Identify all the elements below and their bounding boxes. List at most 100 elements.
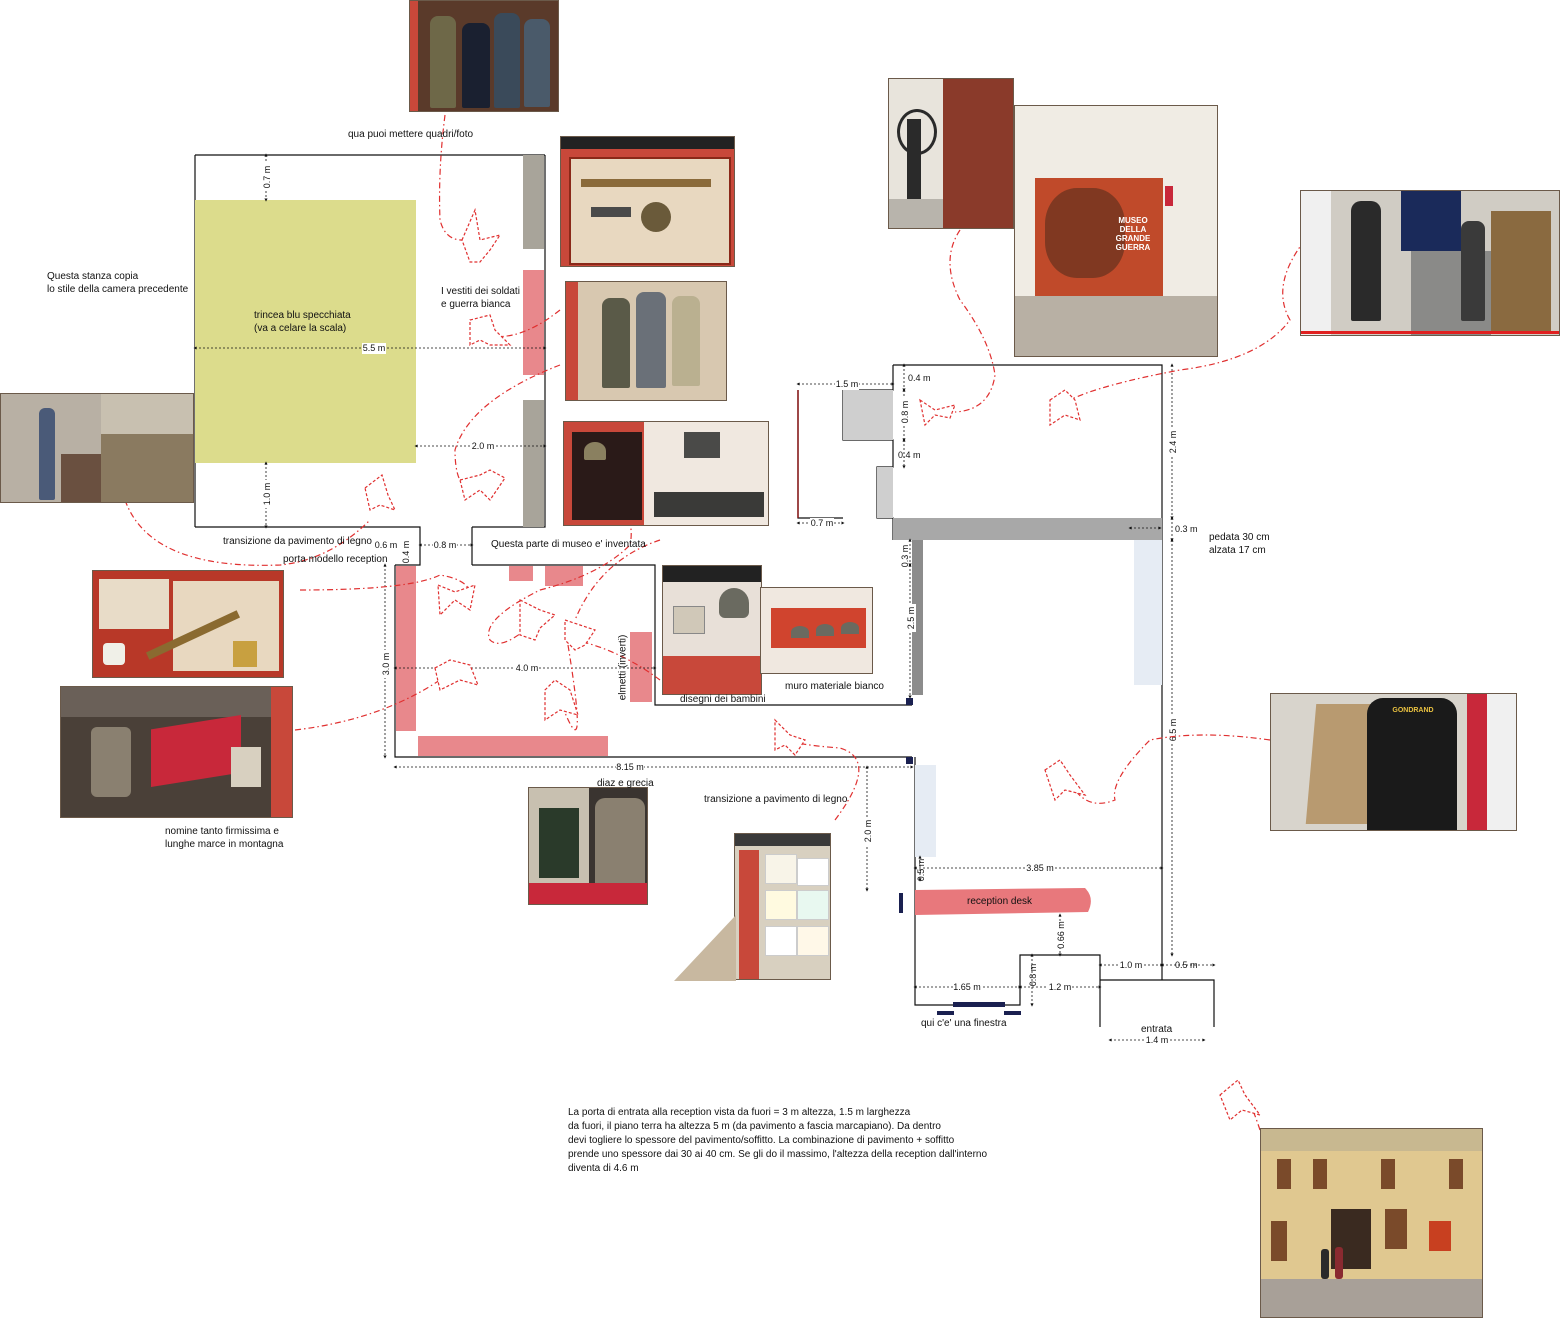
- camera-viewpoint-icon: [1219, 1079, 1262, 1121]
- photo-gondrand-worker: GONDRAND: [1270, 693, 1517, 831]
- window-1: [953, 1002, 1005, 1007]
- mid-top-display-1: [509, 566, 533, 581]
- dim-2-5: 2.5 m: [906, 607, 916, 630]
- note-muro-materiale: muro materiale bianco: [785, 681, 884, 692]
- dim-2-4: 2.4 m: [1168, 431, 1178, 454]
- camera-viewpoint-icon: [519, 599, 557, 641]
- camera-viewpoint-icon: [544, 679, 579, 722]
- note-transizione-legno-1: transizione da pavimento di legno: [223, 536, 372, 547]
- camera-viewpoint-icon: [1049, 389, 1081, 427]
- camera-viewpoint-icon: [459, 469, 506, 501]
- camera-viewpoint-icon: [564, 619, 596, 651]
- mid-top-display-2: [545, 566, 583, 586]
- camera-viewpoint-icon: [469, 314, 512, 346]
- photo-museum-entrance: MUSEO DELLA GRANDE GUERRA: [1014, 105, 1218, 357]
- note-porta-entrata: La porta di entrata alla reception vista…: [568, 1107, 988, 1174]
- mid-bottom-display: [418, 736, 608, 756]
- note-quadri-foto: qua puoi mettere quadri/foto: [348, 129, 474, 140]
- note-trincea: trincea blu specchiata (va a celare la s…: [254, 310, 351, 334]
- dim-2-0-left: 2.0 m: [472, 441, 495, 451]
- desk-marker: [899, 893, 903, 913]
- gray-block-1: [843, 390, 893, 440]
- camera-viewpoint-icon: [434, 659, 480, 691]
- photo-helmet-wall: [662, 565, 762, 695]
- photo-children-drawings: [734, 833, 831, 980]
- mid-corner-2: [906, 757, 913, 764]
- dim-1-2: 1.2 m: [1049, 982, 1072, 992]
- dim-0-66: 0.66 m: [1056, 921, 1066, 949]
- note-inventata: Questa parte di museo e' inventata: [491, 539, 646, 550]
- note-entrata: entrata: [1141, 1024, 1173, 1035]
- dim-8-15: 8.15 m: [616, 762, 644, 772]
- pale-blue-panel-1: [1134, 540, 1162, 685]
- note-elmetti: elmetti (inverti): [617, 634, 629, 701]
- dim-1-0: 1.0 m: [262, 483, 272, 506]
- dim-1-4: 1.4 m: [1146, 1035, 1169, 1045]
- gray-block-2: [877, 467, 893, 518]
- dim-0-3-b: 0.3 m: [900, 545, 910, 568]
- note-vestiti: I vestiti dei soldati e guerra bianca: [441, 286, 520, 310]
- dim-0-6: 0.6 m: [375, 540, 398, 550]
- mid-right-wall: [912, 540, 923, 695]
- photo-diaz-grecia: [528, 787, 648, 905]
- dim-0-8-c: 0.8 m: [1028, 964, 1038, 987]
- photo-muro-bianco: [760, 587, 873, 674]
- camera-viewpoint-icon: [919, 398, 956, 427]
- dim-0-8-left: 0.8 m: [434, 540, 457, 550]
- left-room-right-wall-2: [523, 400, 544, 527]
- photo-building-facade: [1260, 1128, 1483, 1318]
- camera-viewpoint-icon: [774, 718, 806, 756]
- dim-0-3-a: 0.3 m: [1175, 524, 1198, 534]
- viewpoint-icons: [364, 207, 1262, 1121]
- dim-0-7-b: 0.7 m: [811, 518, 834, 528]
- dim-1-5: 1.5 m: [836, 379, 859, 389]
- mid-left-display: [396, 566, 416, 731]
- left-room-right-wall: [523, 155, 544, 249]
- note-finestra: qui c'e' una finestra: [921, 1018, 1007, 1029]
- reception-desk: [915, 888, 1091, 915]
- dimension-labels: 0.7 m 5.5 m 2.0 m 1.0 m 0.6 m 0.4 m 0.8 …: [260, 163, 1198, 1046]
- dim-6-5: 6.5 m: [1168, 719, 1178, 742]
- note-stanza-copia: Questa stanza copia lo stile della camer…: [47, 271, 189, 295]
- photo-workers-right: [1300, 190, 1560, 336]
- dim-3-0: 3.0 m: [381, 653, 391, 676]
- note-diaz-grecia: diaz e grecia: [597, 778, 654, 789]
- note-reception-desk: reception desk: [967, 896, 1033, 907]
- note-pedata: pedata 30 cm alzata 17 cm: [1209, 532, 1270, 556]
- dim-1-65: 1.65 m: [953, 982, 981, 992]
- stair-landing: [893, 518, 1162, 540]
- photo-mountain-soldier: [0, 393, 194, 503]
- reception-walls: [914, 757, 1215, 1027]
- dim-0-4-a: 0.4 m: [908, 373, 931, 383]
- dim-1-0-b: 1.0 m: [1120, 960, 1143, 970]
- pale-blue-panel-2: [915, 765, 936, 857]
- camera-viewpoint-icon: [437, 584, 476, 617]
- camera-viewpoint-icon: [1044, 759, 1087, 802]
- vestiti-display: [523, 270, 544, 375]
- photo-nomine-display: [60, 686, 293, 818]
- dim-4-0: 4.0 m: [516, 663, 539, 673]
- dim-0-5-a: 0.5 m: [916, 859, 926, 882]
- dim-5-5: 5.5 m: [363, 343, 386, 353]
- trincea-area: [195, 200, 416, 463]
- route-lines: [124, 114, 1306, 1131]
- museo-logo-text: MUSEO DELLA GRANDE GUERRA: [1115, 216, 1151, 252]
- dim-3-85: 3.85 m: [1026, 863, 1054, 873]
- photo-soldier-clothes: [565, 281, 727, 401]
- camera-viewpoint-icon: [364, 473, 397, 512]
- window-3: [1004, 1011, 1021, 1015]
- photo-hat-stand: [888, 78, 1014, 229]
- note-transizione-legno-2: transizione a pavimento di legno: [704, 794, 848, 805]
- photo-documents-case: [92, 570, 284, 678]
- window-2: [937, 1011, 954, 1015]
- dim-2-0-mid: 2.0 m: [863, 820, 873, 843]
- mid-corner: [906, 698, 913, 705]
- photo-uniforms-top: [409, 0, 559, 112]
- dim-0-4-left: 0.4 m: [401, 541, 411, 564]
- dim-0-4-b: 0.4 m: [898, 450, 921, 460]
- dim-0-5-b: 0.5 m: [1175, 960, 1198, 970]
- photo-helmets-case: [563, 421, 769, 526]
- note-nomine: nomine tanto firmissima e lunghe marce i…: [165, 826, 284, 850]
- note-porta-modello: porta modello reception: [283, 554, 388, 565]
- dim-0-8-b: 0.8 m: [900, 401, 910, 424]
